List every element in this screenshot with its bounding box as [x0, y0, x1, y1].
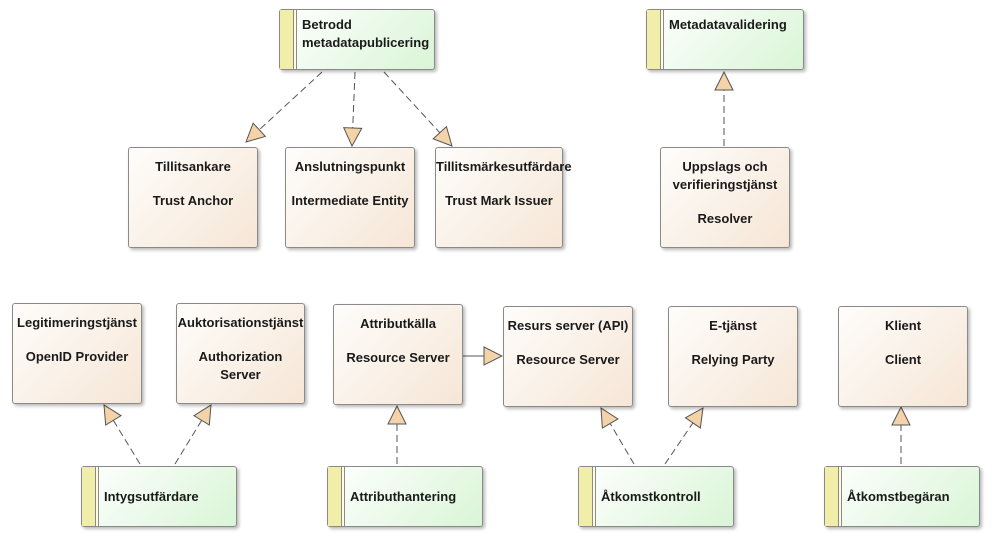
- realization-intyg-legitimering: [104, 405, 141, 465]
- component-bar: [825, 467, 839, 526]
- node-label-swedish: Tillitsankare: [155, 159, 231, 174]
- node-label-english: Trust Anchor: [152, 193, 234, 208]
- component-betrodd-metadatapublicering[interactable]: Betrodd metadatapublicering: [279, 9, 435, 70]
- node-label-swedish: Legitimeringstjänst: [17, 315, 137, 330]
- realization-intyg-auktorisation: [174, 405, 211, 465]
- node-label-english: Trust Mark Issuer: [445, 193, 553, 208]
- component-bar: [82, 467, 96, 526]
- component-label: Åtkomstbegäran: [847, 488, 950, 504]
- node-label-swedish: Tillitsmärkesutfärdare: [436, 159, 572, 174]
- node-label-swedish: Uppslags och verifieringstjänst: [672, 159, 778, 192]
- component-bar: [579, 467, 593, 526]
- node-label-english: Intermediate Entity: [291, 193, 409, 208]
- node-label-swedish: Anslutningspunkt: [294, 159, 406, 174]
- component-bar: [280, 10, 294, 69]
- node-tillitsmarkesutfardare[interactable]: Tillitsmärkesutfärdare Trust Mark Issuer: [435, 147, 572, 248]
- node-label-english: Resolver: [697, 211, 753, 226]
- component-label: Attributhantering: [350, 488, 457, 504]
- node-label-swedish: Attributkälla: [360, 316, 436, 331]
- node-label-swedish: Klient: [884, 318, 922, 333]
- component-metadatavalidering[interactable]: Metadatavalidering: [646, 9, 804, 70]
- node-label-swedish: E-tjänst: [709, 318, 757, 333]
- node-auktorisationstjanst[interactable]: Auktorisationstjänst Authorization Serve…: [176, 303, 305, 404]
- node-tillitsankare[interactable]: Tillitsankare Trust Anchor: [128, 147, 258, 248]
- node-label-english: Authorization Server: [198, 349, 283, 382]
- node-label-swedish: Auktorisationstjänst: [177, 315, 304, 330]
- component-intygsutfardare[interactable]: Intygsutfärdare: [81, 466, 237, 527]
- component-bar: [647, 10, 661, 69]
- node-label-english: Resource Server: [346, 350, 450, 365]
- node-label-english: Relying Party: [691, 352, 775, 367]
- component-label: Metadatavalidering: [669, 17, 787, 32]
- node-label-english: Resource Server: [516, 352, 620, 367]
- component-label: Åtkomstkontroll: [601, 488, 701, 504]
- node-resurs-server[interactable]: Resurs server (API) Resource Server: [503, 306, 633, 407]
- node-legitimeringstjanst[interactable]: Legitimeringstjänst OpenID Provider: [12, 303, 142, 404]
- node-e-tjanst[interactable]: E-tjänst Relying Party: [668, 306, 798, 407]
- realization-betrodd-tillitsmarke: [383, 71, 452, 146]
- component-atkomstkontroll[interactable]: Åtkomstkontroll: [578, 466, 734, 527]
- realization-atkomst-resurs: [601, 408, 635, 465]
- realization-atkomst-etjanst: [664, 408, 703, 465]
- node-klient[interactable]: Klient Client: [838, 306, 968, 407]
- node-label-swedish: Resurs server (API): [507, 318, 629, 333]
- node-uppslags-och-verifieringstjanst[interactable]: Uppslags och verifieringstjänst Resolver: [660, 147, 790, 248]
- realization-betrodd-anslutningspunkt: [352, 71, 355, 146]
- realization-betrodd-tillitsankare: [246, 71, 323, 142]
- component-atkomstbegaran[interactable]: Åtkomstbegäran: [824, 466, 980, 527]
- component-label: Betrodd metadatapublicering: [302, 17, 430, 50]
- node-attributkalla[interactable]: Attributkälla Resource Server: [333, 304, 463, 405]
- component-attributhantering[interactable]: Attributhantering: [327, 466, 483, 527]
- component-label: Intygsutfärdare: [104, 488, 199, 504]
- node-label-english: OpenID Provider: [25, 349, 129, 364]
- node-label-english: Client: [884, 352, 922, 367]
- component-bar: [328, 467, 342, 526]
- node-anslutningspunkt[interactable]: Anslutningspunkt Intermediate Entity: [285, 147, 415, 248]
